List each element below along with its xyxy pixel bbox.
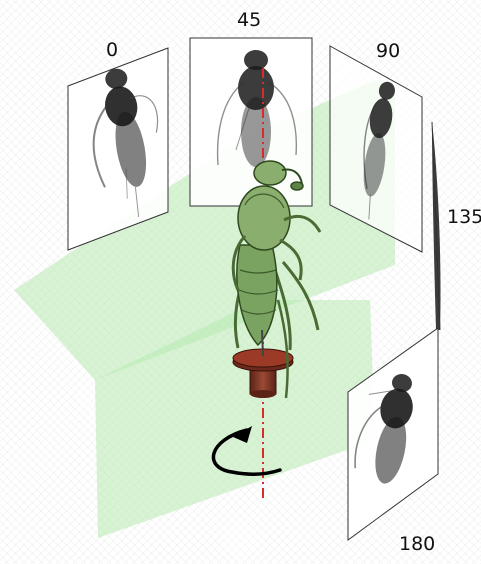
projection-panel-135 — [432, 122, 441, 330]
angle-label-135: 135 — [447, 206, 481, 228]
angle-label-90: 90 — [376, 40, 400, 62]
projection-panel-45 — [190, 38, 312, 206]
angle-label-45: 45 — [237, 9, 261, 31]
angle-label-0: 0 — [106, 39, 118, 61]
angle-label-180: 180 — [399, 533, 435, 555]
